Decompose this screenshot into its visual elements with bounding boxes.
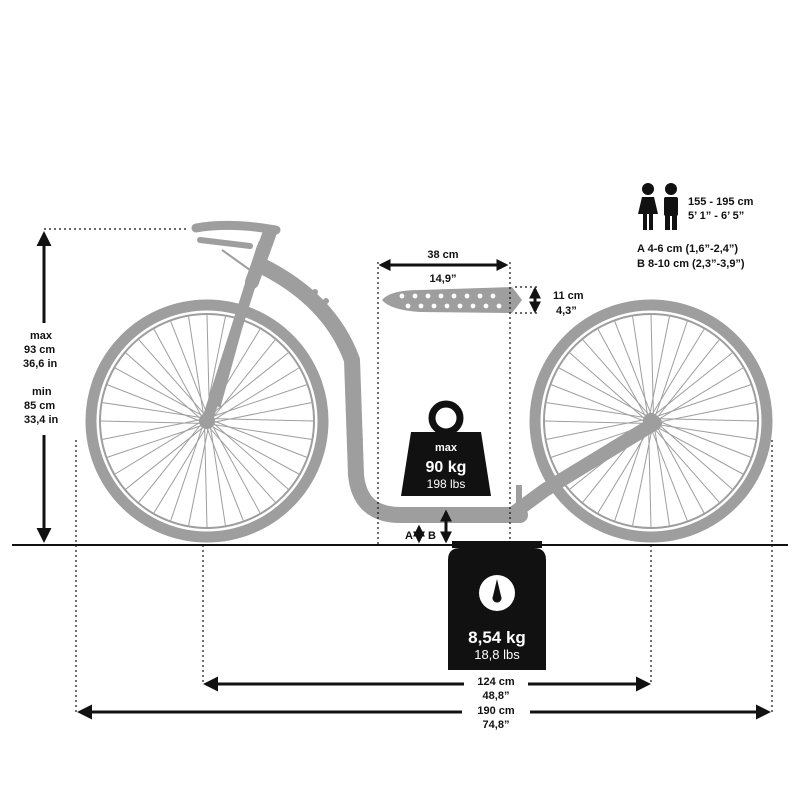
female-icon [638,183,658,230]
spoke [655,425,705,514]
front-wheel-spokes [100,314,314,528]
wheelbase-in: 48,8” [483,690,510,702]
deck-hole [412,293,418,299]
spoke [657,402,756,423]
deck-width-cm: 11 cm [553,290,584,302]
clearance-a-range: A 4-6 cm (1,6”-2,4”) [637,243,738,255]
deck-hole [483,303,489,309]
spoke [649,316,670,415]
deck-hole [464,293,470,299]
deck-hole [405,303,411,309]
spoke [153,328,203,417]
clearance-a-label: A [405,530,413,542]
handlebar-height-dimension: max 93 cm 36,6 in min 85 cm 33,4 in [22,228,186,543]
spoke [569,352,645,419]
front-wheel [85,299,329,543]
spoke [212,384,307,417]
deck-hole [444,303,450,309]
deck-width-dimension: 11 cm 4,3” [515,286,584,317]
spoke [213,423,289,490]
max-load-kg: 90 kg [426,459,467,476]
deck-hole [438,293,444,299]
spoke [100,420,201,424]
deck-hole [490,293,496,299]
total-length-in: 74,8” [483,719,510,731]
deck-hole [496,303,502,309]
spoke [654,426,670,526]
deck-plate [382,287,522,313]
male-icon [664,183,678,230]
deck-width-in: 4,3” [556,305,577,317]
deck-holes [399,293,502,309]
ground-clearance-markers: A B [405,509,452,544]
deck-hole [399,293,405,299]
rider-height-cm: 155 - 195 cm [688,196,754,208]
spoke [657,423,733,490]
clearance-b-range: B 8-10 cm (2,3”-3,9”) [637,258,745,270]
scooter-weight-scale: 8,54 kg 18,8 lbs [448,541,546,670]
scooter-weight-kg: 8,54 kg [468,628,526,647]
scooter-frame [191,220,662,523]
deck-hole [425,293,431,299]
spoke [107,384,201,422]
spoke [551,384,645,422]
spoke [657,420,751,458]
spoke [597,328,647,417]
spoke [654,352,733,416]
deck-length-dimension: 38 cm 14,9” [377,249,511,545]
spoke [188,316,204,416]
deck-hole [431,303,437,309]
spoke [107,425,202,458]
clearance-b-label: B [428,530,436,542]
spoke [210,426,226,526]
wheelbase-dimension: 124 cm 48,8” [202,545,652,704]
spoke [125,426,204,490]
spoke [211,425,261,514]
total-length-dimension: 190 cm 74,8” [75,440,773,734]
spoke [651,328,705,415]
spoke [597,427,651,514]
spoke [544,420,645,424]
handlebar-max-in: 36,6 in [23,358,58,370]
spoke [213,402,312,423]
spoke [213,420,307,458]
spoke [210,352,289,416]
handlebar-min-cm: 85 cm [24,400,55,412]
max-load-lbs: 198 lbs [427,477,466,491]
total-length-cm: 190 cm [477,705,515,717]
spoke [632,316,648,416]
spoke [125,352,201,419]
deck-length-cm: 38 cm [427,249,458,261]
max-load-label: max [435,442,458,454]
deck-hole [457,303,463,309]
scooter-weight-lbs: 18,8 lbs [474,647,520,662]
handlebar-min-label: min [32,386,52,398]
rider-height-info: 155 - 195 cm 5’ 1” - 6’ 5” A 4-6 cm (1,6… [637,183,754,270]
handlebar-max-label: max [30,330,53,342]
spoke [188,427,209,526]
max-load-weight-icon: max 90 kg 198 lbs [401,400,491,496]
rider-height-ft: 5’ 1” - 6’ 5” [688,210,744,222]
deck-hole [470,303,476,309]
deck-hole [418,303,424,309]
wheelbase-cm: 124 cm [477,676,515,688]
handlebar-min-in: 33,4 in [24,414,59,426]
spoke [656,384,751,417]
spoke [632,427,653,526]
deck-hole [451,293,457,299]
deck-hole [477,293,483,299]
handlebar-max-cm: 93 cm [24,344,55,356]
spoke [153,427,207,514]
deck-length-in: 14,9” [430,273,457,285]
